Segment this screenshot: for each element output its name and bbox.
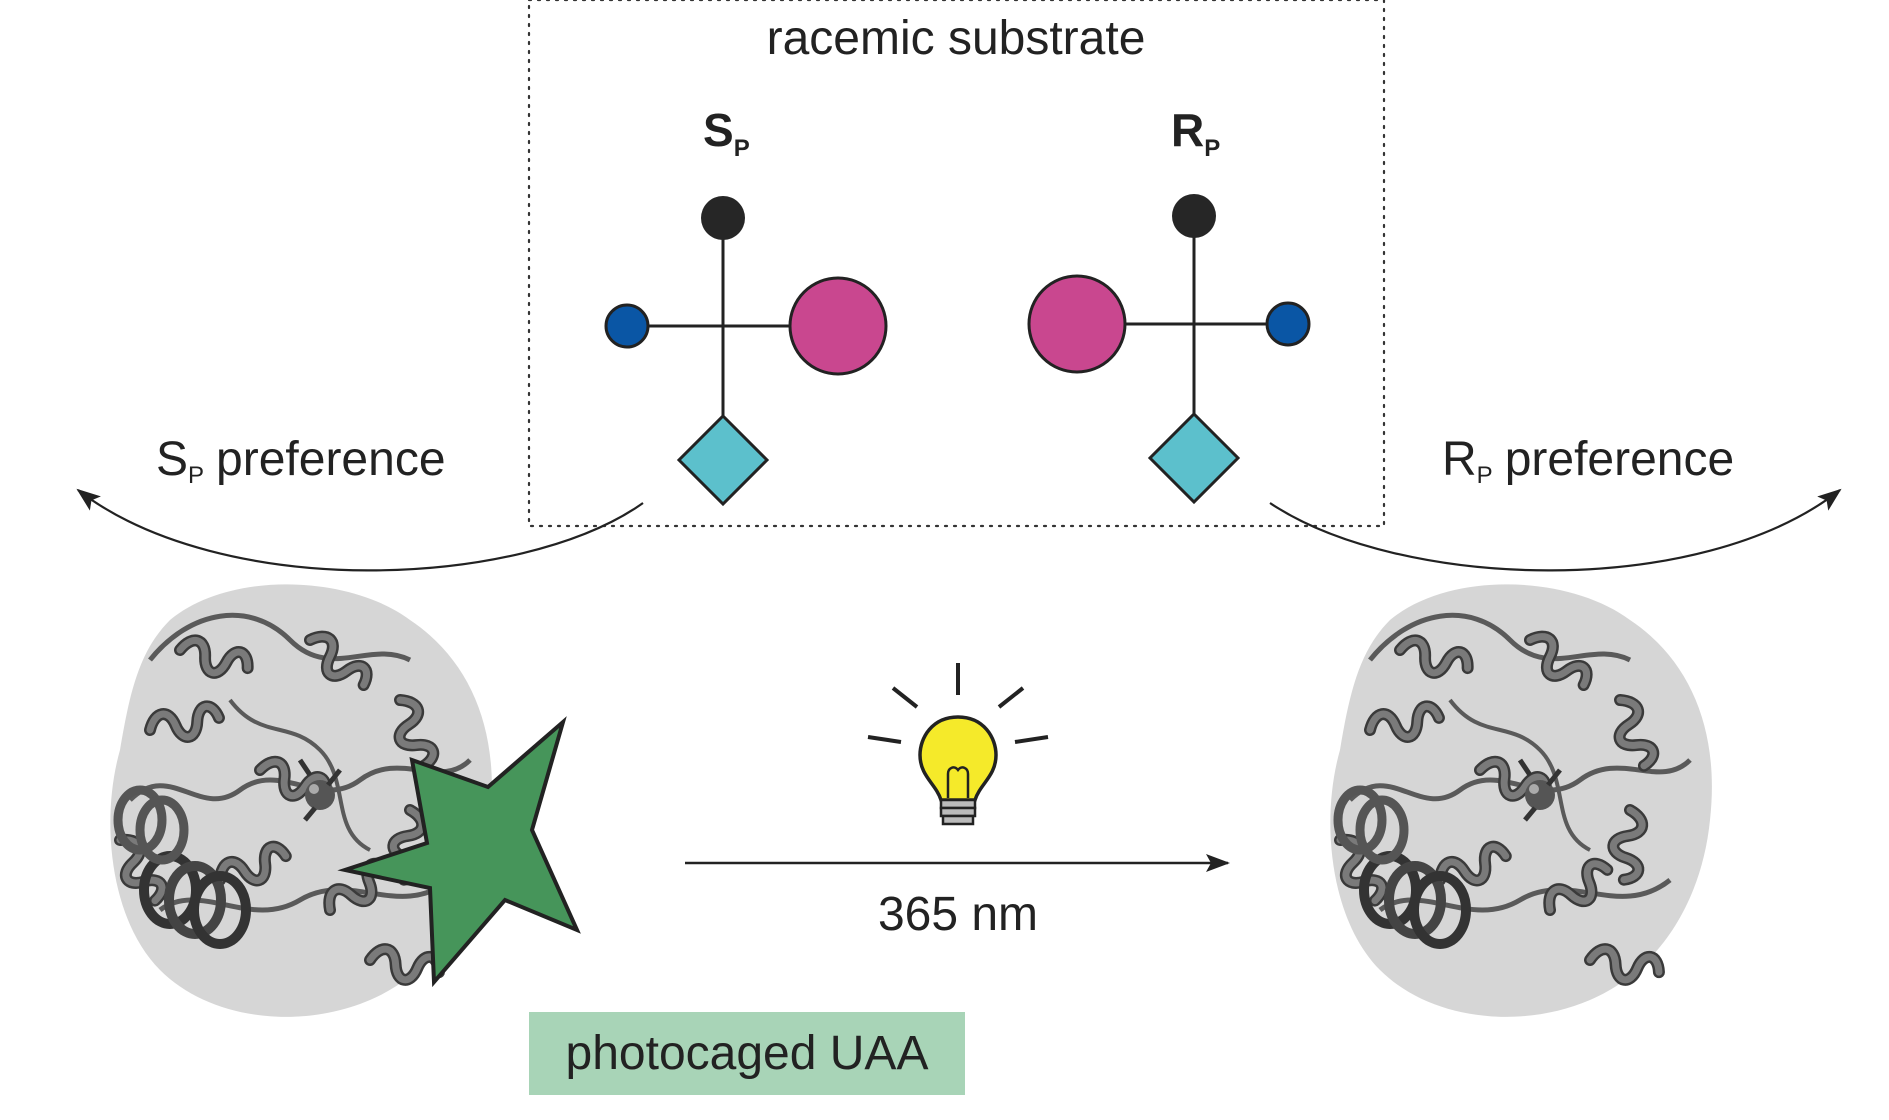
sp-magenta-atom — [788, 276, 888, 376]
substrate-box — [527, 0, 1386, 528]
rp-preference-arrow — [1269, 488, 1842, 572]
rp-pref-subscript: P — [1477, 462, 1493, 489]
rp-blue-atom — [1265, 301, 1311, 347]
rp-black-atom — [1172, 194, 1216, 238]
rp-subscript: P — [1204, 135, 1220, 162]
light-bulb-icon — [867, 663, 1049, 826]
rp-pref-letter: R — [1442, 433, 1477, 486]
sp-pref-letter: S — [156, 433, 188, 486]
uaa-label-text: photocaged UAA — [566, 1027, 929, 1080]
sp-black-atom — [701, 196, 745, 240]
sp-letter: S — [703, 104, 734, 156]
rp-molecule — [1027, 194, 1311, 505]
wavelength-label: 365 nm — [878, 888, 1038, 941]
sp-pref-subscript: P — [188, 462, 204, 489]
sp-blue-atom — [604, 303, 650, 349]
sp-pref-suffix: preference — [216, 433, 445, 486]
sp-cyan-diamond — [676, 413, 770, 507]
rp-letter: R — [1171, 104, 1204, 156]
sp-subscript: P — [734, 135, 750, 162]
substrate-title: racemic substrate — [767, 12, 1146, 65]
protein-structure-right — [1328, 584, 1712, 1017]
rp-pref-suffix: preference — [1505, 433, 1734, 486]
rp-label: RP — [1171, 104, 1220, 162]
uaa-label-box — [529, 1012, 965, 1095]
sp-label: SP — [703, 104, 750, 162]
rp-magenta-atom — [1027, 274, 1127, 374]
sp-molecule — [604, 196, 888, 507]
sp-preference-arrow — [76, 488, 644, 572]
rp-cyan-diamond — [1147, 411, 1241, 505]
photocage-star-icon — [337, 716, 581, 988]
